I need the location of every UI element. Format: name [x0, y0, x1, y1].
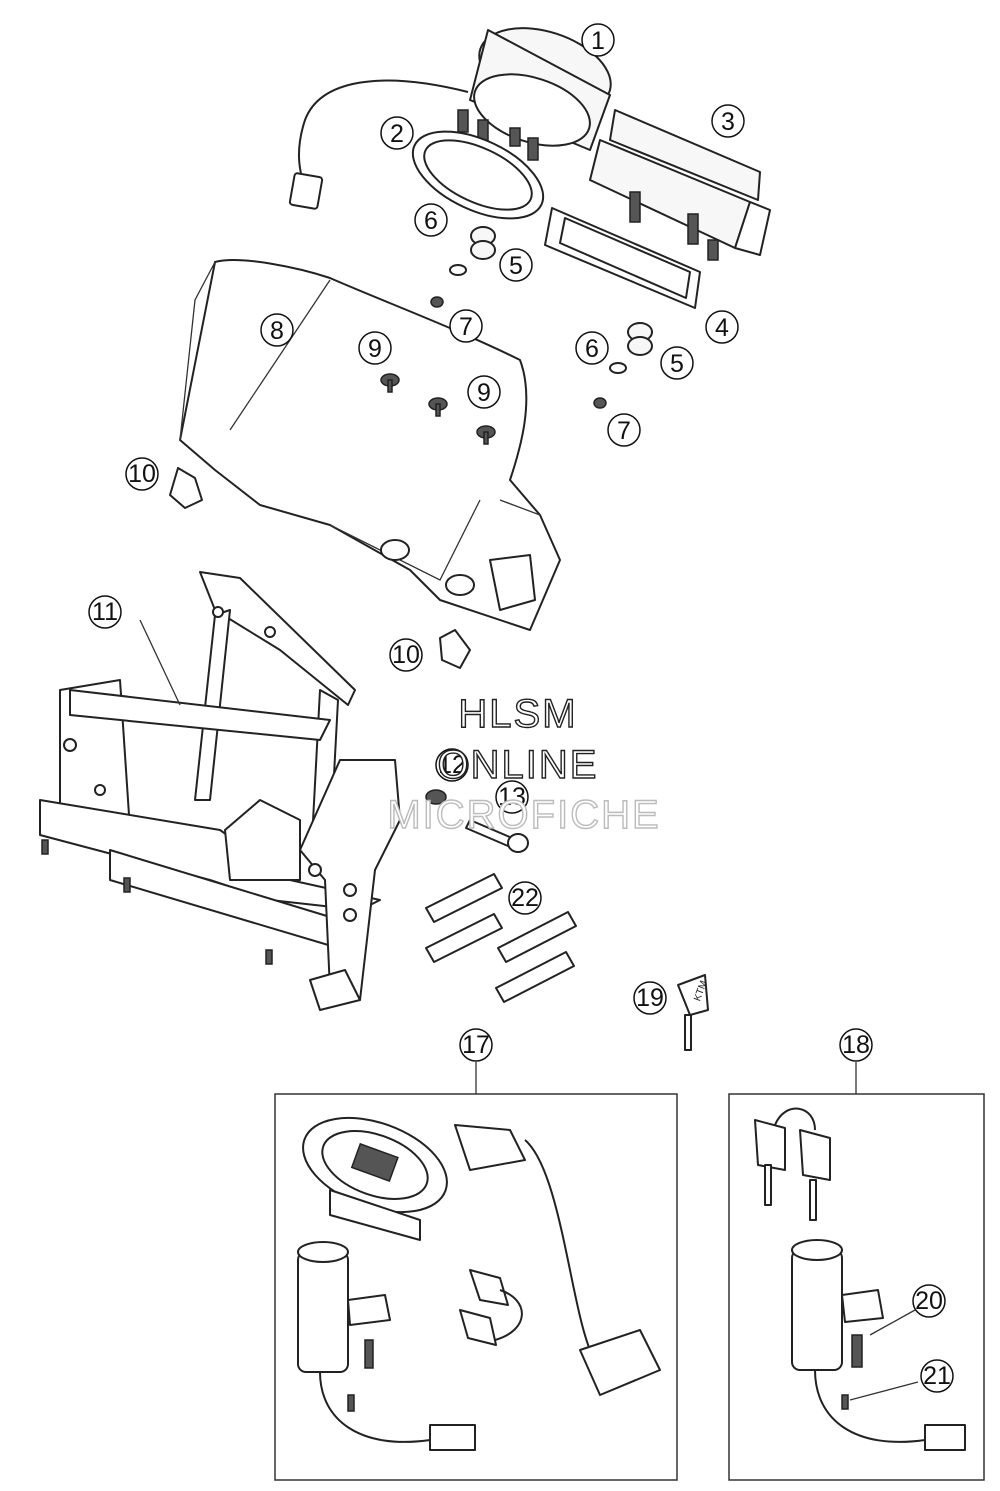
callout-number: 9	[368, 335, 382, 363]
callout-number: 4	[715, 314, 729, 342]
rubber-grommet-part[interactable]	[470, 226, 496, 260]
callout-10[interactable]: 10	[389, 638, 423, 672]
screw-part[interactable]	[428, 397, 448, 417]
callout-number: 19	[636, 984, 664, 1012]
callout-number: 6	[585, 335, 599, 363]
callout-17[interactable]: 17	[459, 1028, 493, 1062]
callout-13[interactable]: 13	[495, 780, 529, 814]
callout-3[interactable]: 3	[711, 104, 745, 138]
watermark-line-1: HLSM	[458, 692, 577, 736]
watermark-line-3: MICROFICHE	[387, 793, 660, 837]
callout-11[interactable]: 11	[88, 595, 122, 629]
leader-line	[849, 1381, 919, 1401]
rubber-sleeve-part[interactable]	[425, 873, 577, 1003]
callout-number: 21	[923, 1362, 951, 1390]
washer-part[interactable]	[609, 362, 627, 374]
callout-19[interactable]: 19	[633, 981, 667, 1015]
lock-set-part[interactable]	[290, 1100, 661, 1451]
callout-5[interactable]: 5	[660, 346, 694, 380]
headlight-bracket-part[interactable]	[39, 571, 401, 1011]
callout-number: 22	[511, 884, 539, 912]
rubber-grommet-part[interactable]	[627, 322, 653, 356]
callout-4[interactable]: 4	[705, 310, 739, 344]
callout-9[interactable]: 9	[358, 331, 392, 365]
speedometer-gasket-part[interactable]	[400, 114, 556, 237]
callout-number: 12	[438, 751, 466, 779]
key-part[interactable]: KTM	[677, 974, 710, 1051]
leader-line	[139, 619, 181, 706]
bolt-part[interactable]	[465, 819, 529, 853]
callout-number: 7	[459, 313, 473, 341]
callout-number: 10	[128, 460, 156, 488]
callout-number: 1	[591, 27, 605, 55]
callout-number: 20	[915, 1287, 943, 1315]
callout-number: 2	[390, 120, 404, 148]
callout-number: 3	[721, 108, 735, 136]
washer-part[interactable]	[449, 264, 467, 276]
leader-line	[869, 1309, 916, 1336]
display-unit-part[interactable]	[589, 109, 771, 261]
callout-10[interactable]: 10	[125, 457, 159, 491]
callout-number: 6	[424, 207, 438, 235]
callout-8[interactable]: 8	[260, 313, 294, 347]
callout-9[interactable]: 9	[467, 375, 501, 409]
callout-number: 9	[477, 379, 491, 407]
callout-number: 17	[462, 1031, 490, 1059]
callout-12[interactable]: 12	[435, 748, 469, 782]
callout-number: 5	[670, 350, 684, 378]
callout-number: 11	[92, 598, 118, 626]
instrument-cover-part[interactable]	[179, 259, 561, 631]
callout-number: 10	[392, 641, 420, 669]
callout-7[interactable]: 7	[607, 413, 641, 447]
ignition-lock-part[interactable]	[754, 1107, 966, 1451]
nut-part[interactable]	[430, 296, 444, 308]
callout-number: 8	[270, 317, 284, 345]
clip-nut-part[interactable]	[439, 629, 471, 669]
callout-2[interactable]: 2	[380, 116, 414, 150]
callout-21[interactable]: 21	[920, 1359, 954, 1393]
callout-18[interactable]: 18	[839, 1028, 873, 1062]
callout-1[interactable]: 1	[581, 23, 615, 57]
callout-20[interactable]: 20	[912, 1284, 946, 1318]
callout-6[interactable]: 6	[414, 203, 448, 237]
callout-7[interactable]: 7	[449, 309, 483, 343]
watermark-line-2: ONLINE	[438, 743, 599, 787]
callout-6[interactable]: 6	[575, 331, 609, 365]
callout-number: 13	[498, 783, 526, 811]
callout-22[interactable]: 22	[508, 881, 542, 915]
callout-number: 7	[617, 417, 631, 445]
callout-5[interactable]: 5	[499, 248, 533, 282]
watermark: HLSM ONLINE MICROFICHE	[387, 691, 660, 837]
display-gasket-part[interactable]	[544, 207, 701, 309]
nut-part[interactable]	[593, 397, 607, 409]
callout-number: 18	[842, 1031, 870, 1059]
screw-part[interactable]	[380, 373, 400, 393]
speedometer-part[interactable]	[288, 13, 621, 210]
callout-number: 5	[509, 252, 523, 280]
hex-nut-part[interactable]	[425, 789, 447, 805]
screw-part[interactable]	[476, 425, 496, 445]
clip-nut-part[interactable]	[169, 467, 203, 509]
